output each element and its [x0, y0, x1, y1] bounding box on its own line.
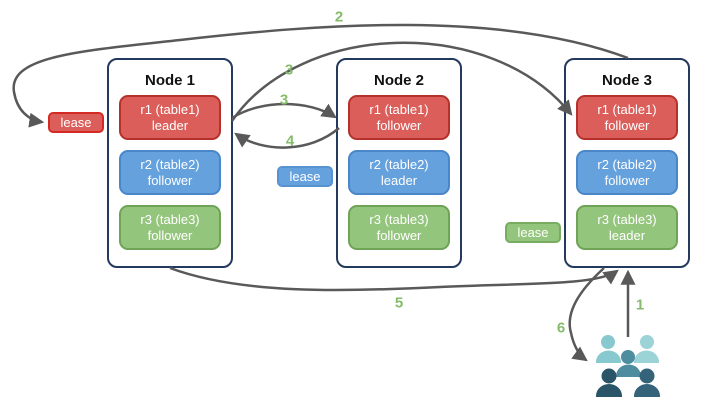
- range-role: follower: [604, 117, 650, 133]
- node-1-range-r1-leader: r1 (table1) leader: [119, 95, 221, 140]
- user-icon-top-right: [634, 335, 659, 363]
- range-role: leader: [151, 117, 189, 133]
- node-2-range-r3-follower: r3 (table3) follower: [348, 205, 450, 250]
- user-icon-bottom-left: [596, 368, 622, 397]
- range-name: r2 (table2): [597, 156, 657, 172]
- user-icon-top-left: [596, 335, 621, 363]
- range-name: r3 (table3): [597, 211, 657, 227]
- step-label-6: 6: [556, 319, 566, 337]
- step-label-3b: 3: [279, 91, 289, 109]
- node-3-range-r1-follower: r1 (table1) follower: [576, 95, 678, 140]
- range-role: follower: [376, 117, 422, 133]
- range-name: r3 (table3): [140, 211, 200, 227]
- range-role: follower: [147, 172, 193, 188]
- step-label-4: 4: [285, 132, 295, 150]
- step-label-3a: 3: [284, 61, 294, 79]
- arrow-step-5: [169, 266, 619, 292]
- node-3-range-r2-follower: r2 (table2) follower: [576, 150, 678, 195]
- range-role: leader: [608, 227, 646, 243]
- lease-badge-r3: lease: [505, 222, 561, 243]
- node-2-title: Node 2: [373, 72, 424, 89]
- step-label-1: 1: [635, 296, 645, 314]
- range-name: r2 (table2): [140, 156, 200, 172]
- step-label-5: 5: [394, 294, 404, 312]
- node-2-range-r2-leader: r2 (table2) leader: [348, 150, 450, 195]
- node-3-title: Node 3: [601, 72, 652, 89]
- node-1-range-r3-follower: r3 (table3) follower: [119, 205, 221, 250]
- range-name: r1 (table1): [140, 101, 200, 117]
- range-name: r3 (table3): [369, 211, 429, 227]
- node-1-title: Node 1: [144, 72, 195, 89]
- node-2-range-r1-follower: r1 (table1) follower: [348, 95, 450, 140]
- user-icon-bottom-right: [634, 368, 660, 397]
- user-icon-middle: [616, 350, 641, 377]
- range-name: r1 (table1): [597, 101, 657, 117]
- range-role: follower: [147, 227, 193, 243]
- node-3-range-r3-leader: r3 (table3) leader: [576, 205, 678, 250]
- node-3-box: Node 3 r1 (table1) follower r2 (table2) …: [564, 58, 690, 268]
- range-name: r1 (table1): [369, 101, 429, 117]
- range-name: r2 (table2): [369, 156, 429, 172]
- arrow-step-2: [12, 23, 629, 128]
- step-label-2: 2: [334, 8, 344, 26]
- range-role: follower: [376, 227, 422, 243]
- node-2-box: Node 2 r1 (table1) follower r2 (table2) …: [336, 58, 462, 268]
- lease-badge-r1: lease: [48, 112, 104, 133]
- range-role: follower: [604, 172, 650, 188]
- node-1-box: Node 1 r1 (table1) leader r2 (table2) fo…: [107, 58, 233, 268]
- node-1-range-r2-follower: r2 (table2) follower: [119, 150, 221, 195]
- range-role: leader: [380, 172, 418, 188]
- users-group-icon: [596, 335, 660, 397]
- lease-badge-r2: lease: [277, 166, 333, 187]
